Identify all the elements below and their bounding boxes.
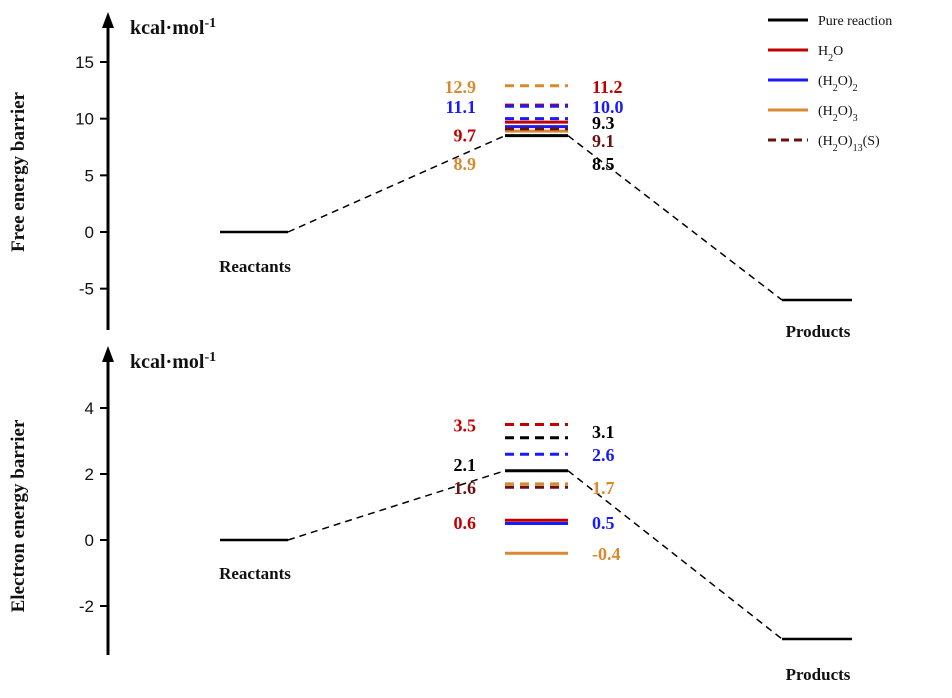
value-label: 3.5 <box>454 416 477 436</box>
value-label: 9.7 <box>454 126 477 146</box>
y-tick-label: 5 <box>85 166 94 185</box>
value-label: 2.6 <box>592 445 615 465</box>
value-label: 1.7 <box>592 478 615 498</box>
unit-label: kcal·mol-1 <box>130 16 216 40</box>
y-tick-label: 0 <box>85 223 94 242</box>
reactant-to-ts-connector <box>287 134 506 233</box>
value-label: 2.1 <box>454 455 477 475</box>
value-label: 11.2 <box>592 77 623 97</box>
y-axis-label: Electron energy barrier <box>8 419 29 612</box>
value-label: 8.9 <box>454 154 477 174</box>
ts-to-product-connector <box>567 470 783 640</box>
value-label: 10.0 <box>592 97 624 117</box>
value-label: 8.5 <box>592 154 615 174</box>
legend-label: (H2O)3 <box>818 104 858 124</box>
ts-to-product-connector <box>567 135 783 301</box>
y-tick-label: 0 <box>85 531 94 550</box>
y-axis-arrow-icon <box>102 12 114 28</box>
value-label: 3.1 <box>592 422 615 442</box>
value-label: 12.9 <box>445 77 477 97</box>
unit-label: kcal·mol-1 <box>130 350 216 374</box>
legend-label: H2O <box>818 44 843 64</box>
value-label: 11.1 <box>445 97 476 117</box>
reactant-to-ts-connector <box>287 469 506 541</box>
reactants-label: Reactants <box>219 257 291 276</box>
y-tick-label: -2 <box>79 597 94 616</box>
y-tick-label: 10 <box>75 110 94 129</box>
legend-label: (H2O)2 <box>818 74 858 94</box>
y-tick-label: 2 <box>85 465 94 484</box>
y-axis-arrow-icon <box>102 346 114 362</box>
y-tick-label: -5 <box>79 280 94 299</box>
value-label: 0.6 <box>454 513 477 533</box>
value-label: -0.4 <box>592 544 621 564</box>
y-tick-label: 4 <box>85 399 94 418</box>
reactants-label: Reactants <box>219 564 291 583</box>
y-axis-label: Free energy barrier <box>8 91 29 252</box>
value-label: 1.6 <box>454 478 477 498</box>
legend-label: Pure reaction <box>818 14 892 29</box>
value-label: 0.5 <box>592 513 615 533</box>
legend-label: (H2O)13(S) <box>818 134 880 154</box>
value-label: 9.1 <box>592 131 615 151</box>
products-label: Products <box>786 665 851 684</box>
value-label: 9.3 <box>592 113 615 133</box>
y-tick-label: 15 <box>75 53 94 72</box>
products-label: Products <box>786 322 851 341</box>
